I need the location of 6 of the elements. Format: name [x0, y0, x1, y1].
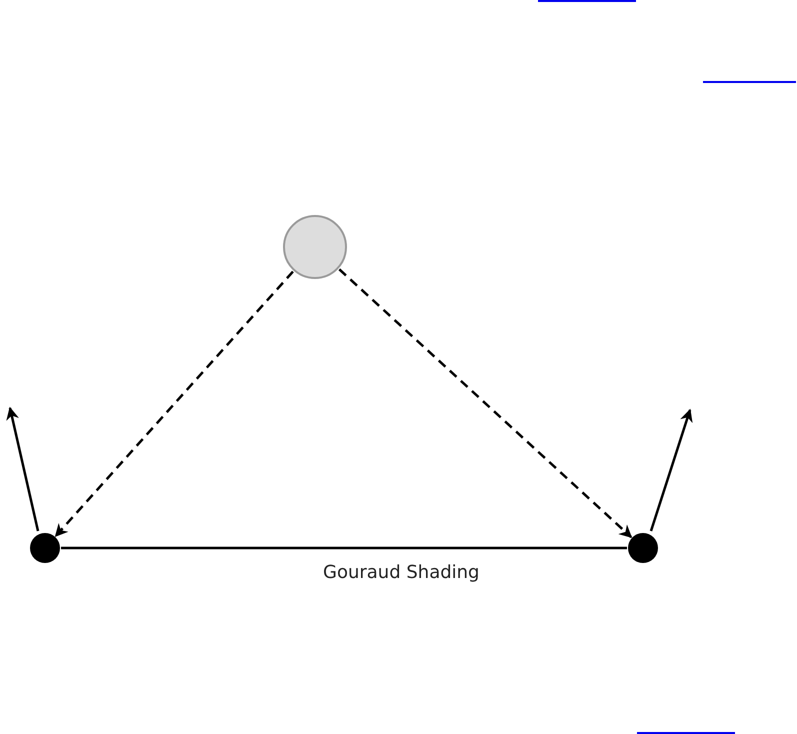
dashed-arrow: [54, 270, 294, 538]
vertex-dot: [30, 533, 60, 563]
dashed-arrow: [338, 268, 632, 538]
vertex-dot: [628, 533, 658, 563]
connector-line: [61, 546, 627, 550]
caption-text: Gouraud Shading: [323, 562, 480, 583]
